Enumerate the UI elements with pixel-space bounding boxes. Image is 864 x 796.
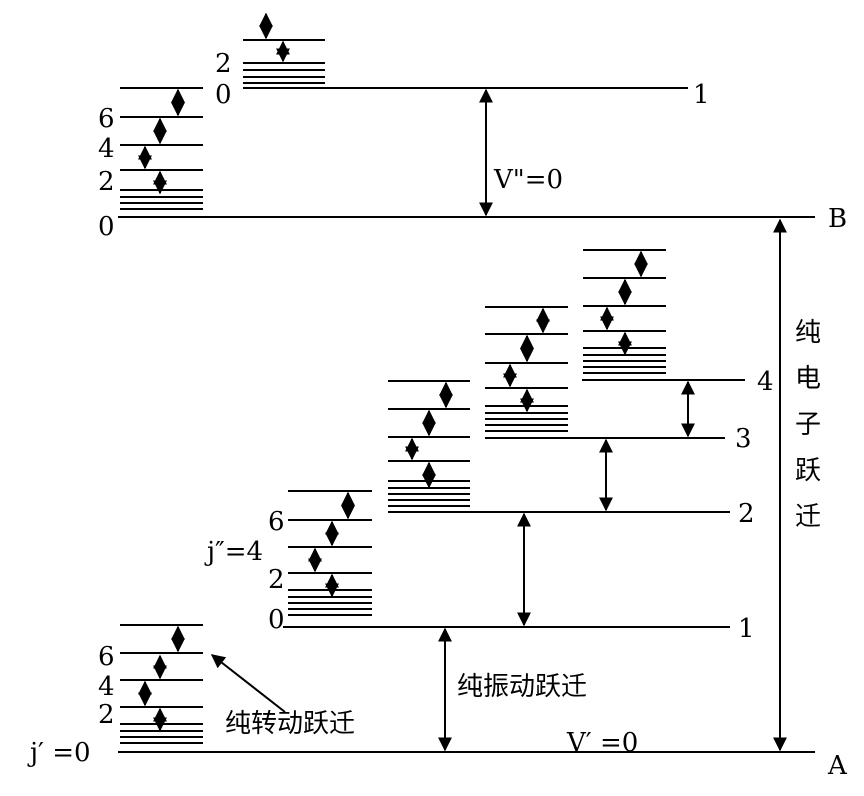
pure-rotational-pointer [210, 654, 286, 713]
vib-label-4: 4 [757, 367, 774, 397]
rot-label-6: 6 [98, 104, 115, 134]
rot-label-0: 0 [215, 80, 232, 110]
rot-label-2: 2 [98, 167, 115, 197]
svg-text:电: 电 [795, 364, 821, 394]
j-double-prime-label: j″=4 [204, 537, 263, 567]
vib-label-2: 2 [738, 499, 755, 529]
j-prime-label: j′ =0 [27, 738, 91, 768]
rot-label-2: 2 [98, 700, 115, 730]
energy-level-lines [118, 39, 815, 753]
svg-text:迁: 迁 [795, 502, 821, 532]
v-prime-label: V′ =0 [566, 728, 638, 758]
pure-vibrational-transition-label: 纯振动跃迁 [457, 672, 587, 702]
rot-label-0: 0 [268, 605, 285, 635]
vib-label-1: 1 [738, 614, 755, 644]
rot-label-4: 4 [98, 134, 115, 164]
svg-text:子: 子 [795, 410, 821, 440]
rot-label-4: 4 [98, 672, 115, 702]
transition-arrows [138, 12, 787, 752]
rot-label-6: 6 [98, 642, 115, 672]
state-label-a: A [827, 751, 848, 781]
svg-text:纯: 纯 [795, 318, 821, 348]
pure-electronic-transition-label: 纯 电 子 跃 迁 [795, 318, 821, 532]
vib-label-3: 3 [735, 424, 752, 454]
rot-label-0: 0 [98, 212, 115, 242]
v-double-prime-label: V"=0 [493, 165, 563, 195]
rot-label-6: 6 [268, 507, 285, 537]
svg-text:跃: 跃 [795, 456, 821, 486]
pure-rotational-transition-label: 纯转动跃迁 [225, 709, 355, 739]
rot-label-2: 2 [215, 49, 232, 79]
vib-label-upper-1: 1 [693, 80, 710, 110]
state-label-b: B [828, 204, 847, 234]
rot-label-2: 2 [268, 565, 285, 595]
